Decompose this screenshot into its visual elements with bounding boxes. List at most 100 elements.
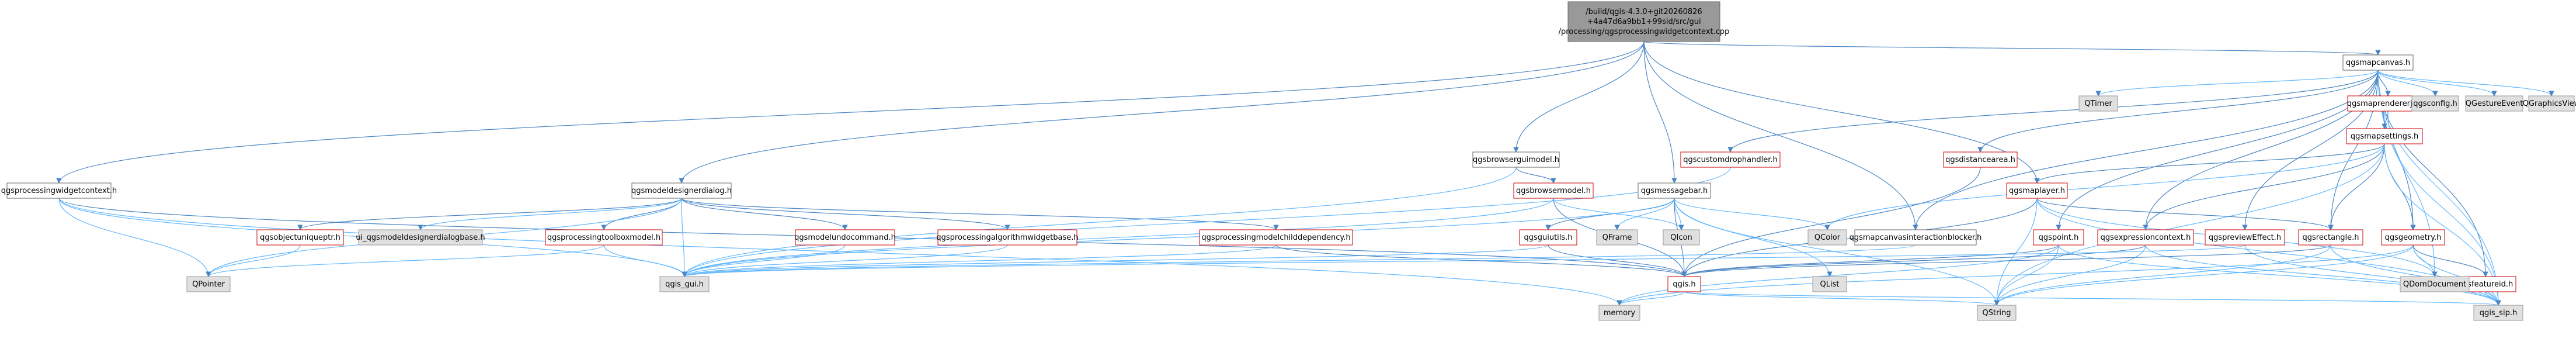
edge-qgsmapcanvas-to-qgsgeometry <box>2377 70 2416 230</box>
edge-qgsmodeldesignerdialog-to-ui_qgsmodeldesignerdialogbase <box>418 198 682 230</box>
edge-qgsmapcanvas-to-qgis_sip <box>2377 70 2501 306</box>
node-root[interactable]: /build/qgis-4.3.0+git20260826+4a47d6a9bb… <box>1559 1 1730 42</box>
edge-qgsgeometry-to-qgsfeatureid <box>2412 244 2488 277</box>
edge-qgsgeometry-to-QString <box>1994 244 2414 306</box>
node-box <box>1812 276 1847 292</box>
edge-root-to-qgsprocessingwidgetcontext <box>56 41 1645 184</box>
edge-qgsdistancearea-to-qgis <box>1681 167 1981 277</box>
edge-qgspreviewEffect-to-qgis_gui <box>682 244 2245 277</box>
node-qgsmaplayer[interactable]: qgsmaplayer.h <box>2006 182 2068 199</box>
node-qgsgeometry[interactable]: qgsgeometry.h <box>2381 229 2445 246</box>
node-box <box>2078 95 2118 112</box>
node-box <box>1977 305 2017 321</box>
edge-qgsmodeldesignerdialog-to-qgsprocessingmodelchilddependency <box>681 198 1279 230</box>
node-box <box>1598 305 1640 321</box>
edge-qgsmaprendererjob-to-qgis_sip <box>2387 111 2501 306</box>
node-label: ui_qgsmodeldesignerdialogbase.h <box>356 233 485 242</box>
node-box <box>256 229 344 246</box>
node-label: qgsprocessingwidgetcontext.h <box>1 187 117 195</box>
edge-qgsguiutils-to-qgis <box>1548 244 1687 277</box>
edge-qgspoint-to-qgis <box>1681 244 2059 277</box>
edge-qgsrectangle-to-qgis_sip <box>2330 244 2501 306</box>
node-label: QTimer <box>2084 99 2112 108</box>
node-label: qgspoint.h <box>2039 233 2079 242</box>
node-QFrame: QFrame <box>1596 229 1638 246</box>
node-box <box>2411 95 2459 112</box>
edge-qgsmapsettings-to-qgsmaplayer <box>2034 143 2385 184</box>
node-qgsmapcanvasinteractionblocker[interactable]: qgsmapcanvasinteractionblocker.h <box>1850 229 1982 246</box>
node-qgsbrowserguimodel[interactable]: qgsbrowserguimodel.h <box>1472 151 1560 168</box>
node-qgsmodeldesignerdialog[interactable]: qgsmodeldesignerdialog.h <box>631 182 732 199</box>
node-box <box>1943 151 2018 168</box>
node-box <box>2006 182 2068 199</box>
edge-qgspoint-to-QString <box>1994 244 2059 306</box>
node-label: QFrame <box>1602 233 1632 242</box>
edge-root-to-qgsmapcanvasinteractionblocker <box>1643 41 1918 230</box>
node-qgsobjectuniqueptr[interactable]: qgsobjectuniqueptr.h <box>256 229 344 246</box>
node-QTimer: QTimer <box>2078 95 2118 112</box>
edge-qgsbrowsermodel-to-QIcon <box>1553 198 1684 230</box>
node-box <box>2097 229 2194 246</box>
node-label: qgsmodeldesignerdialog.h <box>631 187 732 195</box>
node-box <box>1680 151 1781 168</box>
node-qgsrectangle[interactable]: qgsrectangle.h <box>2298 229 2363 246</box>
node-qgsprocessingtoolboxmodel[interactable]: qgsprocessingtoolboxmodel.h <box>545 229 663 246</box>
node-box <box>631 182 732 199</box>
node-qgsprocessingalgorithmwidgetbase[interactable]: qgsprocessingalgorithmwidgetbase.h <box>936 229 1079 246</box>
edge-root-to-qgsmessagebar <box>1643 41 1677 184</box>
node-label: qgsfeatureid.h <box>2458 280 2513 289</box>
edge-qgsmapsettings-to-QColor <box>1824 143 2385 230</box>
edge-qgsmapcanvas-to-QGraphicsView <box>2377 70 2554 96</box>
node-label: QList <box>1820 280 1840 289</box>
node-qgsprocessingwidgetcontext[interactable]: qgsprocessingwidgetcontext.h <box>1 182 117 199</box>
node-box <box>795 229 895 246</box>
node-label: QGestureEvent <box>2466 99 2523 108</box>
edge-qgsmodeldesignerdialog-to-qgsprocessingalgorithmwidgetbase <box>681 198 1010 230</box>
node-box <box>2381 229 2445 246</box>
edge-qgsbrowsermodel-to-qgis_gui <box>682 198 1554 277</box>
node-label: qgsmapsettings.h <box>2351 132 2418 141</box>
node-qgis[interactable]: qgis.h <box>1667 276 1701 292</box>
node-label: QDomDocument <box>2403 280 2466 289</box>
node-label: qgscustomdrophandler.h <box>1683 156 1778 164</box>
node-label: qgsprocessingalgorithmwidgetbase.h <box>936 233 1078 242</box>
node-QGraphicsView: QGraphicsView <box>2523 95 2576 112</box>
node-qgsmapsettings[interactable]: qgsmapsettings.h <box>2346 128 2423 144</box>
node-qgsmodelundocommand[interactable]: qgsmodelundocommand.h <box>794 229 896 246</box>
node-qgis_gui: qgis_gui.h <box>659 276 710 292</box>
node-qgspreviewEffect[interactable]: qgspreviewEffect.h <box>2205 229 2285 246</box>
node-box <box>1596 229 1638 246</box>
node-box <box>2342 54 2414 71</box>
node-label: qgsprocessingmodelchilddependency.h <box>1201 233 1350 242</box>
edge-qgsexpressioncontext-to-QString <box>1994 244 2146 306</box>
node-label: QIcon <box>1670 233 1692 242</box>
node-box <box>659 276 710 292</box>
edge-root-to-qgsmodeldesignerdialog <box>679 41 1645 184</box>
node-QList: QList <box>1812 276 1847 292</box>
edge-qgsmapcanvas-to-qgscustomdrophandler <box>1727 70 2379 153</box>
node-label: qgsgeometry.h <box>2385 233 2442 242</box>
node-label: QGraphicsView <box>2523 99 2576 108</box>
node-qgsmessagebar[interactable]: qgsmessagebar.h <box>1638 182 1711 199</box>
edge-qgsmessagebar-to-qgis_gui <box>682 198 1675 277</box>
edge-qgsgeometry-to-qgis_sip <box>2412 244 2501 306</box>
node-box <box>2033 229 2084 246</box>
node-qgsguiutils[interactable]: qgsguiutils.h <box>1519 229 1577 246</box>
edge-qgsmodelundocommand-to-qgis_gui <box>682 244 846 277</box>
node-qgsdistancearea[interactable]: qgsdistancearea.h <box>1943 151 2018 168</box>
edge-qgsbrowserguimodel-to-qgis_gui <box>682 167 1517 277</box>
node-box <box>1513 182 1594 199</box>
edge-qgsmapcanvas-to-qgsdistancearea <box>1977 70 2379 153</box>
node-qgsmapcanvas[interactable]: qgsmapcanvas.h <box>2342 54 2414 71</box>
node-qgspoint[interactable]: qgspoint.h <box>2033 229 2084 246</box>
edge-qgsmapcanvas-to-qgspoint <box>2056 70 2379 230</box>
node-label: qgsrectangle.h <box>2302 233 2359 242</box>
node-qgsexpressioncontext[interactable]: qgsexpressioncontext.h <box>2097 229 2194 246</box>
edge-qgis-to-memory <box>1616 291 1685 306</box>
node-box <box>186 276 231 292</box>
node-label: qgsmaprendererjob.h <box>2347 99 2429 108</box>
node-qgsbrowsermodel[interactable]: qgsbrowsermodel.h <box>1513 182 1594 199</box>
node-label: qgsguiutils.h <box>1524 233 1572 242</box>
node-qgscustomdrophandler[interactable]: qgscustomdrophandler.h <box>1680 151 1781 168</box>
node-qgsprocessingmodelchilddependency[interactable]: qgsprocessingmodelchilddependency.h <box>1199 229 1353 246</box>
